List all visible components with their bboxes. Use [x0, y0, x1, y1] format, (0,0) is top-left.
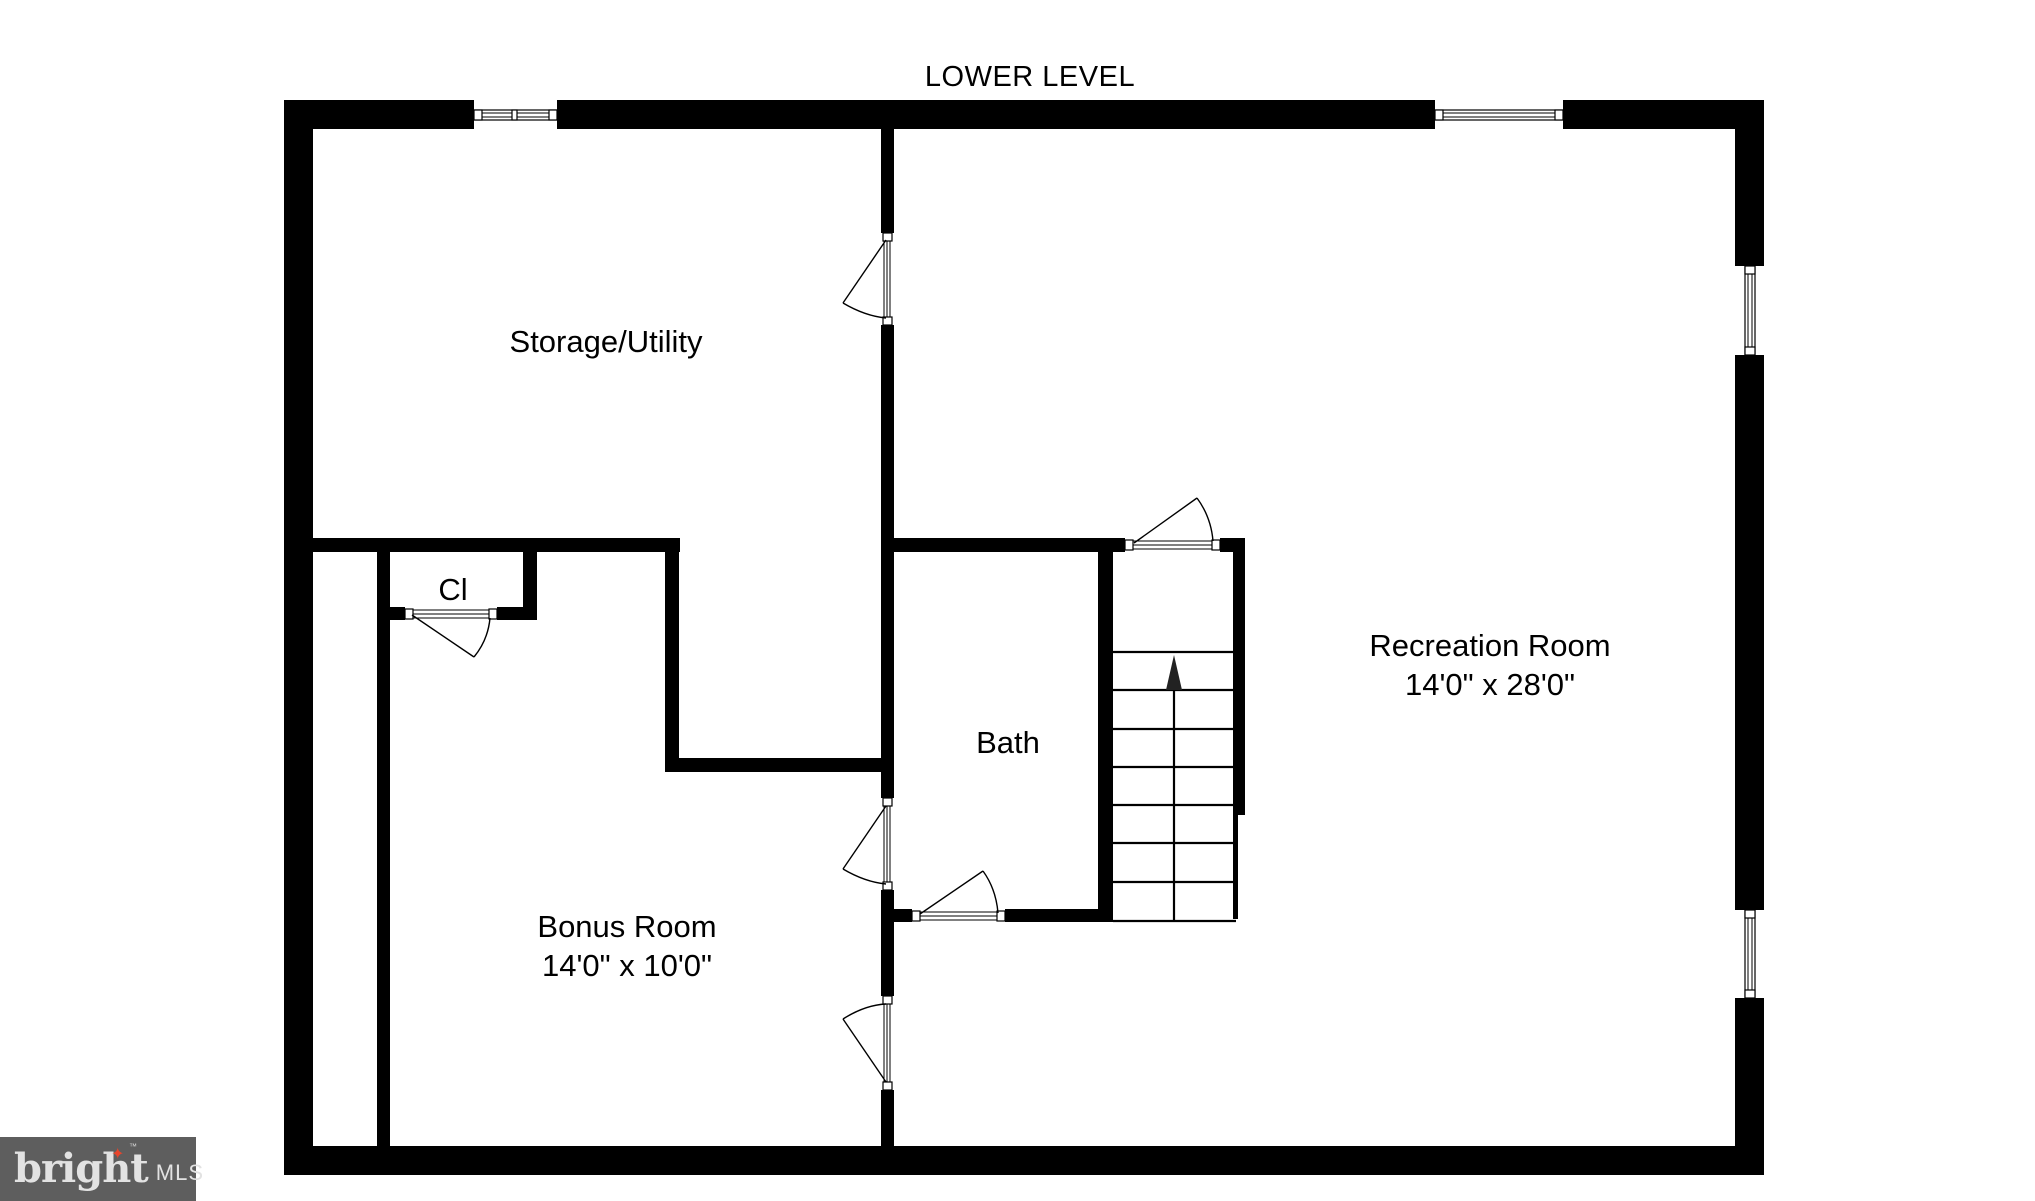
interior-walls	[313, 128, 1245, 1150]
logo-brand-text: bright	[14, 1145, 149, 1192]
window-top-left	[473, 109, 558, 121]
star-icon: ✦	[111, 1144, 125, 1163]
window-right-upper	[1744, 265, 1756, 356]
door-bonus-upper	[842, 797, 893, 891]
window-top-right	[1434, 109, 1564, 121]
door-stair	[1124, 497, 1221, 551]
level-title: LOWER LEVEL	[925, 61, 1135, 93]
arrow-up-icon	[1166, 655, 1182, 690]
room-label-closet: Cl	[438, 572, 467, 607]
door-bath	[911, 870, 1006, 922]
trademark-mark: ™	[129, 1142, 137, 1151]
window-right-lower	[1744, 909, 1756, 999]
door-bonus-lower	[842, 995, 893, 1091]
staircase	[1113, 650, 1236, 923]
room-dimensions-recreation: 14'0" x 28'0"	[1405, 667, 1575, 702]
door-storage	[842, 232, 893, 326]
room-label-recreation: Recreation Room	[1369, 628, 1610, 663]
room-label-bath: Bath	[976, 725, 1040, 760]
logo-product-text: MLS	[155, 1160, 205, 1185]
bright-mls-logo: bright MLS	[0, 1137, 203, 1201]
door-closet	[404, 608, 498, 658]
exterior-walls	[284, 100, 1764, 1175]
room-dimensions-bonus: 14'0" x 10'0"	[542, 948, 712, 983]
room-label-storage: Storage/Utility	[510, 324, 703, 359]
room-label-bonus: Bonus Room	[537, 909, 716, 944]
